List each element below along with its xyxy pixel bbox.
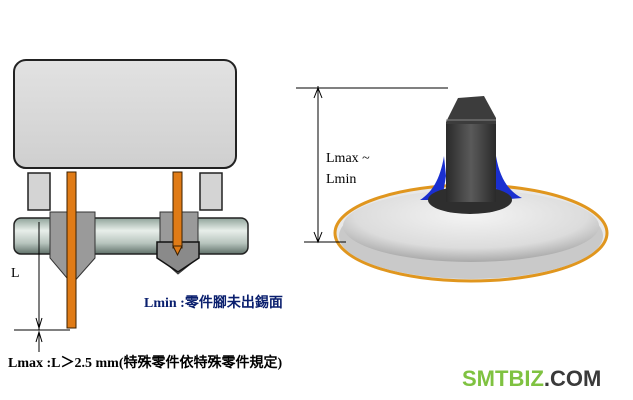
pcb-board bbox=[13, 217, 249, 255]
label-L: L bbox=[11, 266, 20, 281]
label-lmax-range: Lmax ~ bbox=[326, 151, 370, 166]
dimension-arrow-bottom bbox=[313, 231, 323, 244]
solder-cone-right bbox=[156, 241, 200, 273]
solder-wetting bbox=[420, 156, 522, 200]
component-body bbox=[13, 59, 237, 169]
dimension-arrow-L bbox=[35, 317, 43, 330]
pin-shaft bbox=[446, 122, 496, 202]
watermark-suffix: .COM bbox=[544, 366, 601, 391]
label-lmin-note: Lmin :零件腳未出錫面 bbox=[144, 294, 283, 311]
solder-pad-top bbox=[343, 190, 599, 262]
watermark: SMTBIZ.COM bbox=[462, 366, 601, 391]
component-foot-left bbox=[27, 172, 51, 211]
label-lmin-range: Lmin bbox=[326, 172, 356, 187]
label-lmax-note: Lmax :L＞2.5 mm(特殊零件依特殊零件規定) bbox=[8, 354, 282, 371]
watermark-brand: SMTBIZ bbox=[462, 366, 544, 391]
lead-right bbox=[172, 171, 183, 249]
lead-left bbox=[66, 171, 77, 329]
lead-right-tip bbox=[172, 245, 183, 257]
pin-chamfer bbox=[446, 96, 496, 124]
dimension-arrow-top bbox=[313, 86, 323, 99]
component-foot-right bbox=[199, 172, 223, 211]
